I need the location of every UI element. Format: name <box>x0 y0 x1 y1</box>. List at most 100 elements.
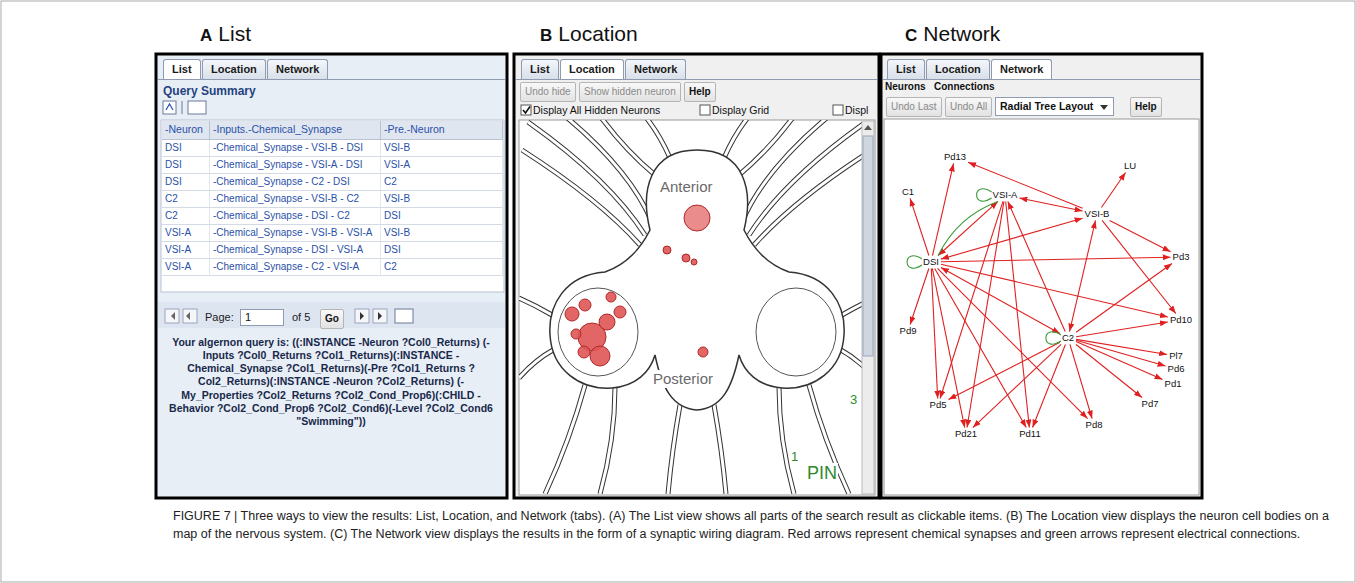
neuron-name: Pd10 <box>1170 314 1192 325</box>
nerve <box>739 120 794 175</box>
neuron-node: VSI-B <box>1084 209 1111 220</box>
chemical-synapse <box>910 268 929 324</box>
column-header: -Pre.-Neuron <box>381 121 503 140</box>
neuron-node: C1 <box>901 187 915 198</box>
chemical-synapse <box>931 268 937 398</box>
pager-prev <box>183 309 197 323</box>
table-cell: C2 <box>162 191 210 208</box>
column-header: -Neuron <box>162 121 210 140</box>
ganglion-outline <box>558 288 638 376</box>
chemical-synapse <box>938 201 998 255</box>
neuron-node: Pd7 <box>1141 399 1160 410</box>
tab-line <box>158 79 505 80</box>
table-cell: VSI-B <box>381 140 503 157</box>
chemical-synapse <box>1101 172 1125 207</box>
column-header: -Inputs.-Chemical_Synapse <box>210 121 381 140</box>
nerve <box>779 387 794 494</box>
tab-label: List <box>163 59 201 79</box>
table-cell: VSI-A <box>381 157 503 174</box>
chemical-synapse <box>1019 198 1082 211</box>
table-cell: DSI <box>162 140 210 157</box>
ganglion-outline <box>756 288 836 376</box>
layout-dropdown: Radial Tree Layout <box>995 97 1114 116</box>
nerve <box>565 120 652 222</box>
checkbox-label: Display All Hidden Neurons <box>533 104 660 117</box>
nerve <box>841 350 862 378</box>
nerve <box>600 120 655 175</box>
toolbar-button: Undo hide <box>520 82 576 102</box>
neuron-node: Pd1 <box>1164 379 1183 390</box>
nerve <box>724 120 749 158</box>
nerve <box>600 387 615 494</box>
screenshot-panel: CNetworkPd13LUC1VSI-AVSI-BDSIPd3Pd10Pd9C… <box>880 53 1203 499</box>
nerve <box>645 120 670 158</box>
map-number: 1 <box>790 449 799 465</box>
cell-body <box>579 299 591 311</box>
nerve <box>668 405 680 494</box>
chemical-synapse <box>968 162 1083 208</box>
export-icon <box>395 309 413 323</box>
nerve <box>841 350 862 378</box>
table-cell: VSI-A <box>162 242 210 259</box>
checkbox <box>833 105 843 115</box>
panel-heading: BLocation <box>540 22 638 46</box>
pager-text: Page: <box>205 311 234 324</box>
neuron-name: C1 <box>902 186 914 197</box>
table-cell: -Chemical_Synapse - VSI-B - VSI-A <box>210 225 381 242</box>
figure-caption: FIGURE 7 | Three ways to view the result… <box>173 507 1341 543</box>
chemical-synapse <box>941 257 1171 262</box>
tab-line <box>516 79 877 80</box>
tab-label: Location <box>202 59 266 79</box>
panel-letter: C <box>905 26 917 45</box>
neuron-node: DSI <box>922 257 940 268</box>
map-label: Anterior <box>660 178 713 196</box>
table-cell: C2 <box>381 259 503 276</box>
neuron-name: DSI <box>923 256 939 267</box>
page-input: 1 <box>240 309 284 326</box>
neuron-node: Pd8 <box>1085 420 1104 431</box>
tab-label: List <box>887 59 925 79</box>
map-number: PIN <box>806 463 838 485</box>
chemical-synapse <box>940 201 1003 398</box>
electrical-connection <box>938 201 998 255</box>
electrical-connection <box>1046 332 1061 344</box>
table-cell: -Chemical_Synapse - DSI - VSI-A <box>210 242 381 259</box>
nerve <box>645 120 670 158</box>
nerve <box>714 405 726 494</box>
table-cell: -Chemical_Synapse - DSI - C2 <box>210 208 381 225</box>
chemical-synapse <box>1076 339 1167 354</box>
panel-letter: B <box>540 26 552 45</box>
tab-label: Network <box>991 59 1052 79</box>
neuron-name: Pd6 <box>1168 363 1185 374</box>
checkbox <box>521 105 531 115</box>
nerve <box>842 298 862 315</box>
tab-label: Network <box>625 59 686 79</box>
scroll-thumb <box>863 136 873 356</box>
table-cell: C2 <box>162 208 210 225</box>
nerve <box>779 387 794 494</box>
chemical-synapse <box>973 344 1061 427</box>
nerve <box>749 122 862 235</box>
nerve <box>739 120 794 175</box>
table-cell: -Chemical_Synapse - VSI-A - DSI <box>210 157 381 174</box>
cell-body <box>663 246 671 254</box>
panel-title: Network <box>923 22 1000 45</box>
nerve <box>528 122 645 235</box>
menu-item: Neurons <box>885 81 926 93</box>
chemical-synapse <box>1006 201 1030 427</box>
neuron-name: Pd13 <box>944 151 966 162</box>
toolbar-button: Help <box>684 82 716 102</box>
checkbox-label: Display Grid <box>712 104 769 117</box>
nerve <box>754 150 862 245</box>
neuron-name: Pd9 <box>900 325 917 336</box>
nerve <box>522 150 640 245</box>
neuron-name: Pd7 <box>1142 398 1159 409</box>
table-cell: -Chemical_Synapse - C2 - DSI <box>210 174 381 191</box>
nerve-group <box>519 120 862 494</box>
neuron-name: Pd8 <box>1086 419 1103 430</box>
tab-label: Location <box>560 59 624 79</box>
cell-body <box>590 346 610 366</box>
chemical-synapse <box>967 201 1004 427</box>
table-cell: DSI <box>162 157 210 174</box>
chemical-synapse <box>941 267 1060 333</box>
